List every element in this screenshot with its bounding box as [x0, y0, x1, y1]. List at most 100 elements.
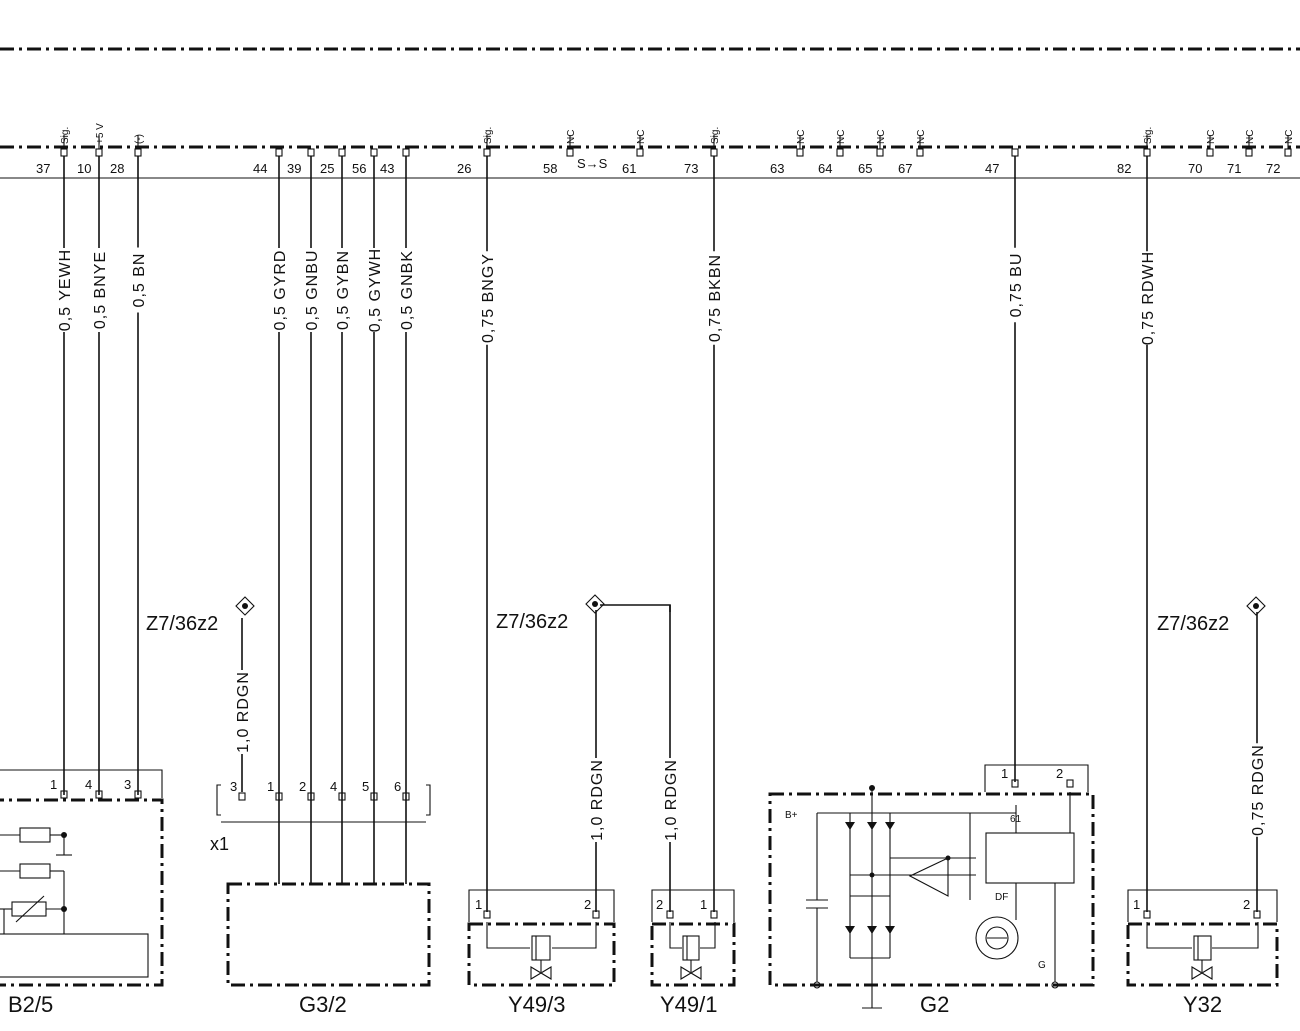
wire-10: 0,5 BNYE — [92, 156, 109, 795]
pin-socket — [1011, 148, 1019, 157]
pin-number: 28 — [110, 161, 124, 176]
wire-label: 0,5 GYRD — [272, 250, 289, 331]
g32-pin-2: 2 — [299, 779, 315, 801]
pin-signal-label: Sig. — [483, 127, 494, 144]
pin-socket — [1143, 910, 1151, 919]
connector-x1-label: x1 — [210, 834, 229, 854]
wire-y32-2: 0,75 RDGN — [1250, 612, 1267, 912]
g2-diode-3 — [885, 822, 895, 830]
pin-socket — [710, 910, 718, 919]
y491-ground-branch — [600, 604, 671, 612]
bridge-symbol: S→S — [577, 156, 608, 171]
b25-connector-outline — [0, 769, 163, 798]
component-g2: B+ 61 DF G — [768, 764, 1095, 1009]
pin-socket — [1245, 148, 1253, 157]
pin-socket — [238, 792, 246, 801]
connector-pin-10: 10+5 V — [77, 123, 106, 176]
wire-label: 0,75 BU — [1008, 253, 1025, 318]
pin-socket — [483, 148, 491, 157]
pin-number: 37 — [36, 161, 50, 176]
pin-signal-label: NC — [1245, 130, 1256, 144]
wire-44: 0,5 GYRD — [272, 156, 289, 884]
wire-label: 0,75 RDGN — [1250, 744, 1267, 836]
g2-diode-2 — [867, 822, 877, 830]
connector-pin-26: 26 Sig. — [457, 127, 494, 176]
pin-socket — [592, 910, 600, 919]
y491-coil — [682, 935, 700, 961]
pin-signal-label: (-) — [134, 134, 145, 144]
pin-signal-label: NC — [1206, 130, 1217, 144]
pin-socket — [338, 148, 346, 157]
component-pin-number: 2 — [1243, 897, 1250, 912]
y493-box — [467, 922, 616, 987]
pin-socket — [95, 790, 103, 799]
ground-gnd-1: Z7/36z2 — [146, 596, 255, 635]
ground-icon — [235, 596, 255, 616]
component-y491 — [650, 889, 736, 987]
pin-socket — [1206, 148, 1214, 157]
pin-socket — [60, 790, 68, 799]
wire-28: 0,5 BN — [131, 156, 148, 795]
g2-stator — [908, 857, 949, 897]
pin-socket — [402, 148, 410, 157]
wire-56: 0,5 GYWH — [367, 156, 384, 884]
pin-number: 72 — [1266, 161, 1280, 176]
component-pin-number: 4 — [85, 777, 92, 792]
pin-socket — [275, 148, 283, 157]
pin-number: 65 — [858, 161, 872, 176]
pin-socket — [483, 910, 491, 919]
pin-number: 26 — [457, 161, 471, 176]
component-pin-number: 5 — [362, 779, 369, 794]
g2-rotor — [975, 916, 1019, 960]
wire-label: 1,0 RDGN — [235, 671, 252, 753]
connector-pin-64: 64 NC — [818, 130, 847, 176]
comp-g32-label: G3/2 — [299, 992, 347, 1017]
g2-b-plus: B+ — [785, 810, 798, 821]
y493-coil — [531, 935, 551, 961]
pin-socket — [338, 792, 346, 801]
b25-resistor-2 — [19, 863, 51, 879]
ground-label: Z7/36z2 — [1157, 613, 1229, 635]
g32-connector-right — [426, 784, 431, 816]
pin-number: 64 — [818, 161, 832, 176]
wire-g32-3: 1,0 RDGN — [235, 618, 252, 792]
connector-pin-44: 44 — [253, 148, 283, 176]
ground-label: Z7/36z2 — [496, 611, 568, 633]
component-pin-number: 4 — [330, 779, 337, 794]
y32-pin-1: 1 — [1133, 897, 1151, 919]
wire-label: 0,75 BNGY — [480, 253, 497, 343]
connector-pin-72: 72 NC — [1266, 130, 1295, 176]
pin-number: 44 — [253, 161, 267, 176]
wire-26: 0,75 BNGY — [480, 156, 497, 912]
ground-dot — [242, 603, 248, 609]
pin-number: 39 — [287, 161, 301, 176]
pin-socket — [916, 148, 924, 157]
pin-number: 82 — [1117, 161, 1131, 176]
b25-pin-1: 1 — [50, 777, 68, 799]
pin-number: 47 — [985, 161, 999, 176]
connector-pin-61: 61 NC — [622, 130, 647, 176]
component-pin-number: 2 — [1056, 766, 1063, 781]
g2-pin-1: 1 — [1001, 766, 1019, 788]
b25-thermistor — [11, 901, 47, 917]
pin-signal-label: NC — [636, 130, 647, 144]
b25-pin-3: 3 — [124, 777, 142, 799]
pin-signal-label: NC — [836, 130, 847, 144]
g2-g-terminal: G — [1038, 960, 1046, 971]
g2-diode-4 — [845, 926, 855, 934]
b25-pin-4: 4 — [85, 777, 103, 799]
g32-connector-left — [216, 784, 221, 816]
ground-icon — [1246, 596, 1266, 616]
wire-73: 0,75 BKBN — [707, 156, 724, 912]
y491-valve — [680, 966, 702, 980]
pin-number: 61 — [622, 161, 636, 176]
pin-signal-label: NC — [1284, 130, 1295, 144]
pin-signal-label: NC — [916, 130, 927, 144]
